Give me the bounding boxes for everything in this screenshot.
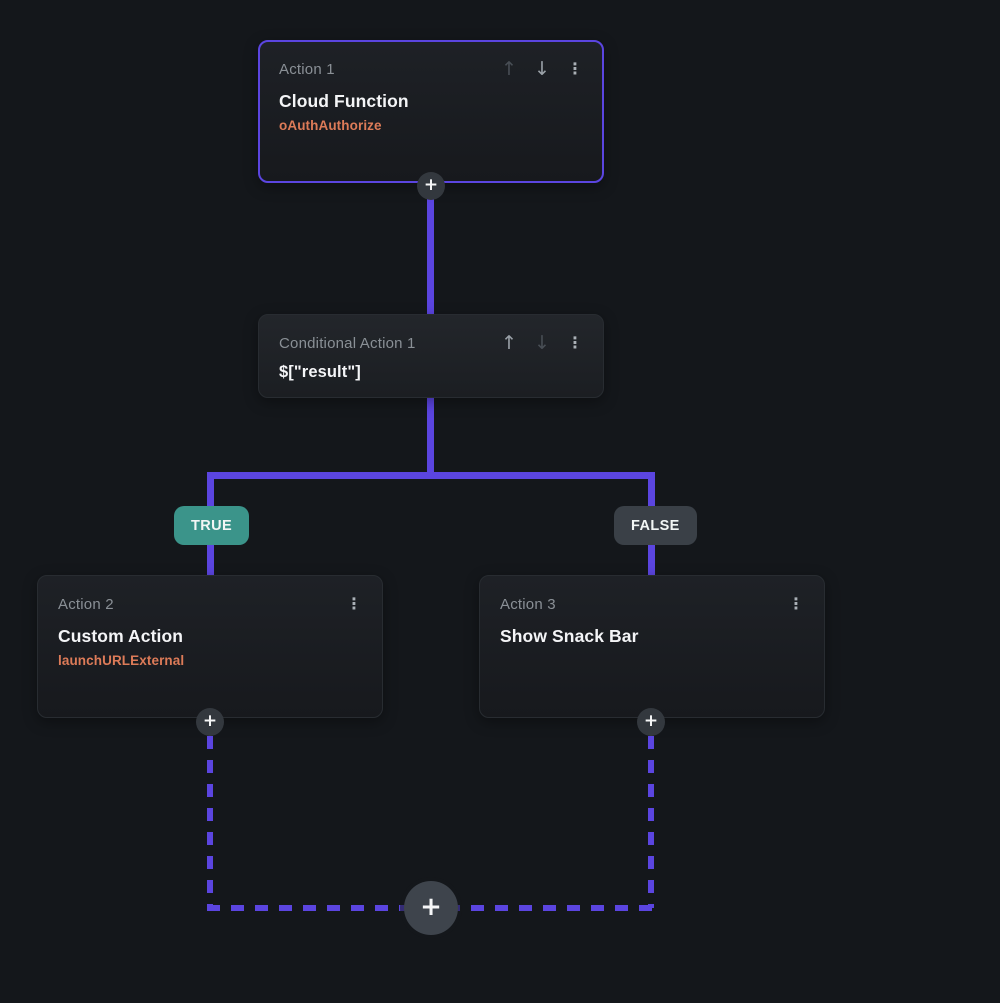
node-header-icons: ↑ ↓ ⋮ [501,57,583,80]
node-title: Show Snack Bar [500,626,639,646]
node-header: Action 3 ⋮ [500,593,804,615]
move-up-icon[interactable]: ↑ [501,57,518,80]
add-merged-action-button[interactable]: + [404,881,458,935]
node-title: Custom Action [58,626,184,646]
node-header-icons: ⋮ [346,596,362,612]
move-up-icon[interactable]: ↑ [501,331,518,354]
kebab-menu-icon[interactable]: ⋮ [346,594,362,613]
node-subtitle: launchURLExternal [58,653,185,668]
kebab-menu-icon[interactable]: ⋮ [788,594,804,613]
add-action-button[interactable]: + [196,708,224,736]
node-header-icons: ↑ ↓ ⋮ [501,331,583,354]
node-subtitle: oAuthAuthorize [279,118,382,133]
connector-dashed-right-vertical [648,736,654,908]
node-title: Cloud Function [279,91,409,111]
true-branch-badge: TRUE [174,506,250,545]
node-label: Action 3 [500,595,556,613]
plus-icon: + [420,892,442,922]
node-action-2[interactable]: Action 2 ⋮ Custom Action launchURLExtern… [37,575,383,718]
node-header-icons: ⋮ [788,596,804,612]
move-down-icon[interactable]: ↓ [534,57,550,80]
node-label: Conditional Action 1 [279,334,416,352]
node-conditional-action-1[interactable]: Conditional Action 1 ↑ ↓ ⋮ $["result"] [258,314,604,398]
node-action-3[interactable]: Action 3 ⋮ Show Snack Bar [479,575,825,718]
add-action-button[interactable]: + [637,708,665,736]
kebab-menu-icon[interactable]: ⋮ [567,59,583,78]
plus-icon: + [202,710,218,731]
node-title: $["result"] [279,363,361,381]
node-label: Action 2 [58,595,114,613]
connector-dashed-left-vertical [207,736,213,908]
plus-icon: + [643,710,659,731]
plus-icon: + [423,174,439,195]
node-header: Action 1 ↑ ↓ ⋮ [279,58,583,80]
false-branch-badge: FALSE [614,506,697,545]
add-action-button[interactable]: + [417,172,445,200]
kebab-menu-icon[interactable]: ⋮ [567,333,583,352]
node-header: Conditional Action 1 ↑ ↓ ⋮ [279,332,583,354]
connector-branch-horizontal [207,472,655,479]
move-down-icon[interactable]: ↓ [534,331,550,354]
node-action-1[interactable]: Action 1 ↑ ↓ ⋮ Cloud Function oAuthAutho… [258,40,604,183]
node-header: Action 2 ⋮ [58,593,362,615]
node-label: Action 1 [279,60,335,78]
